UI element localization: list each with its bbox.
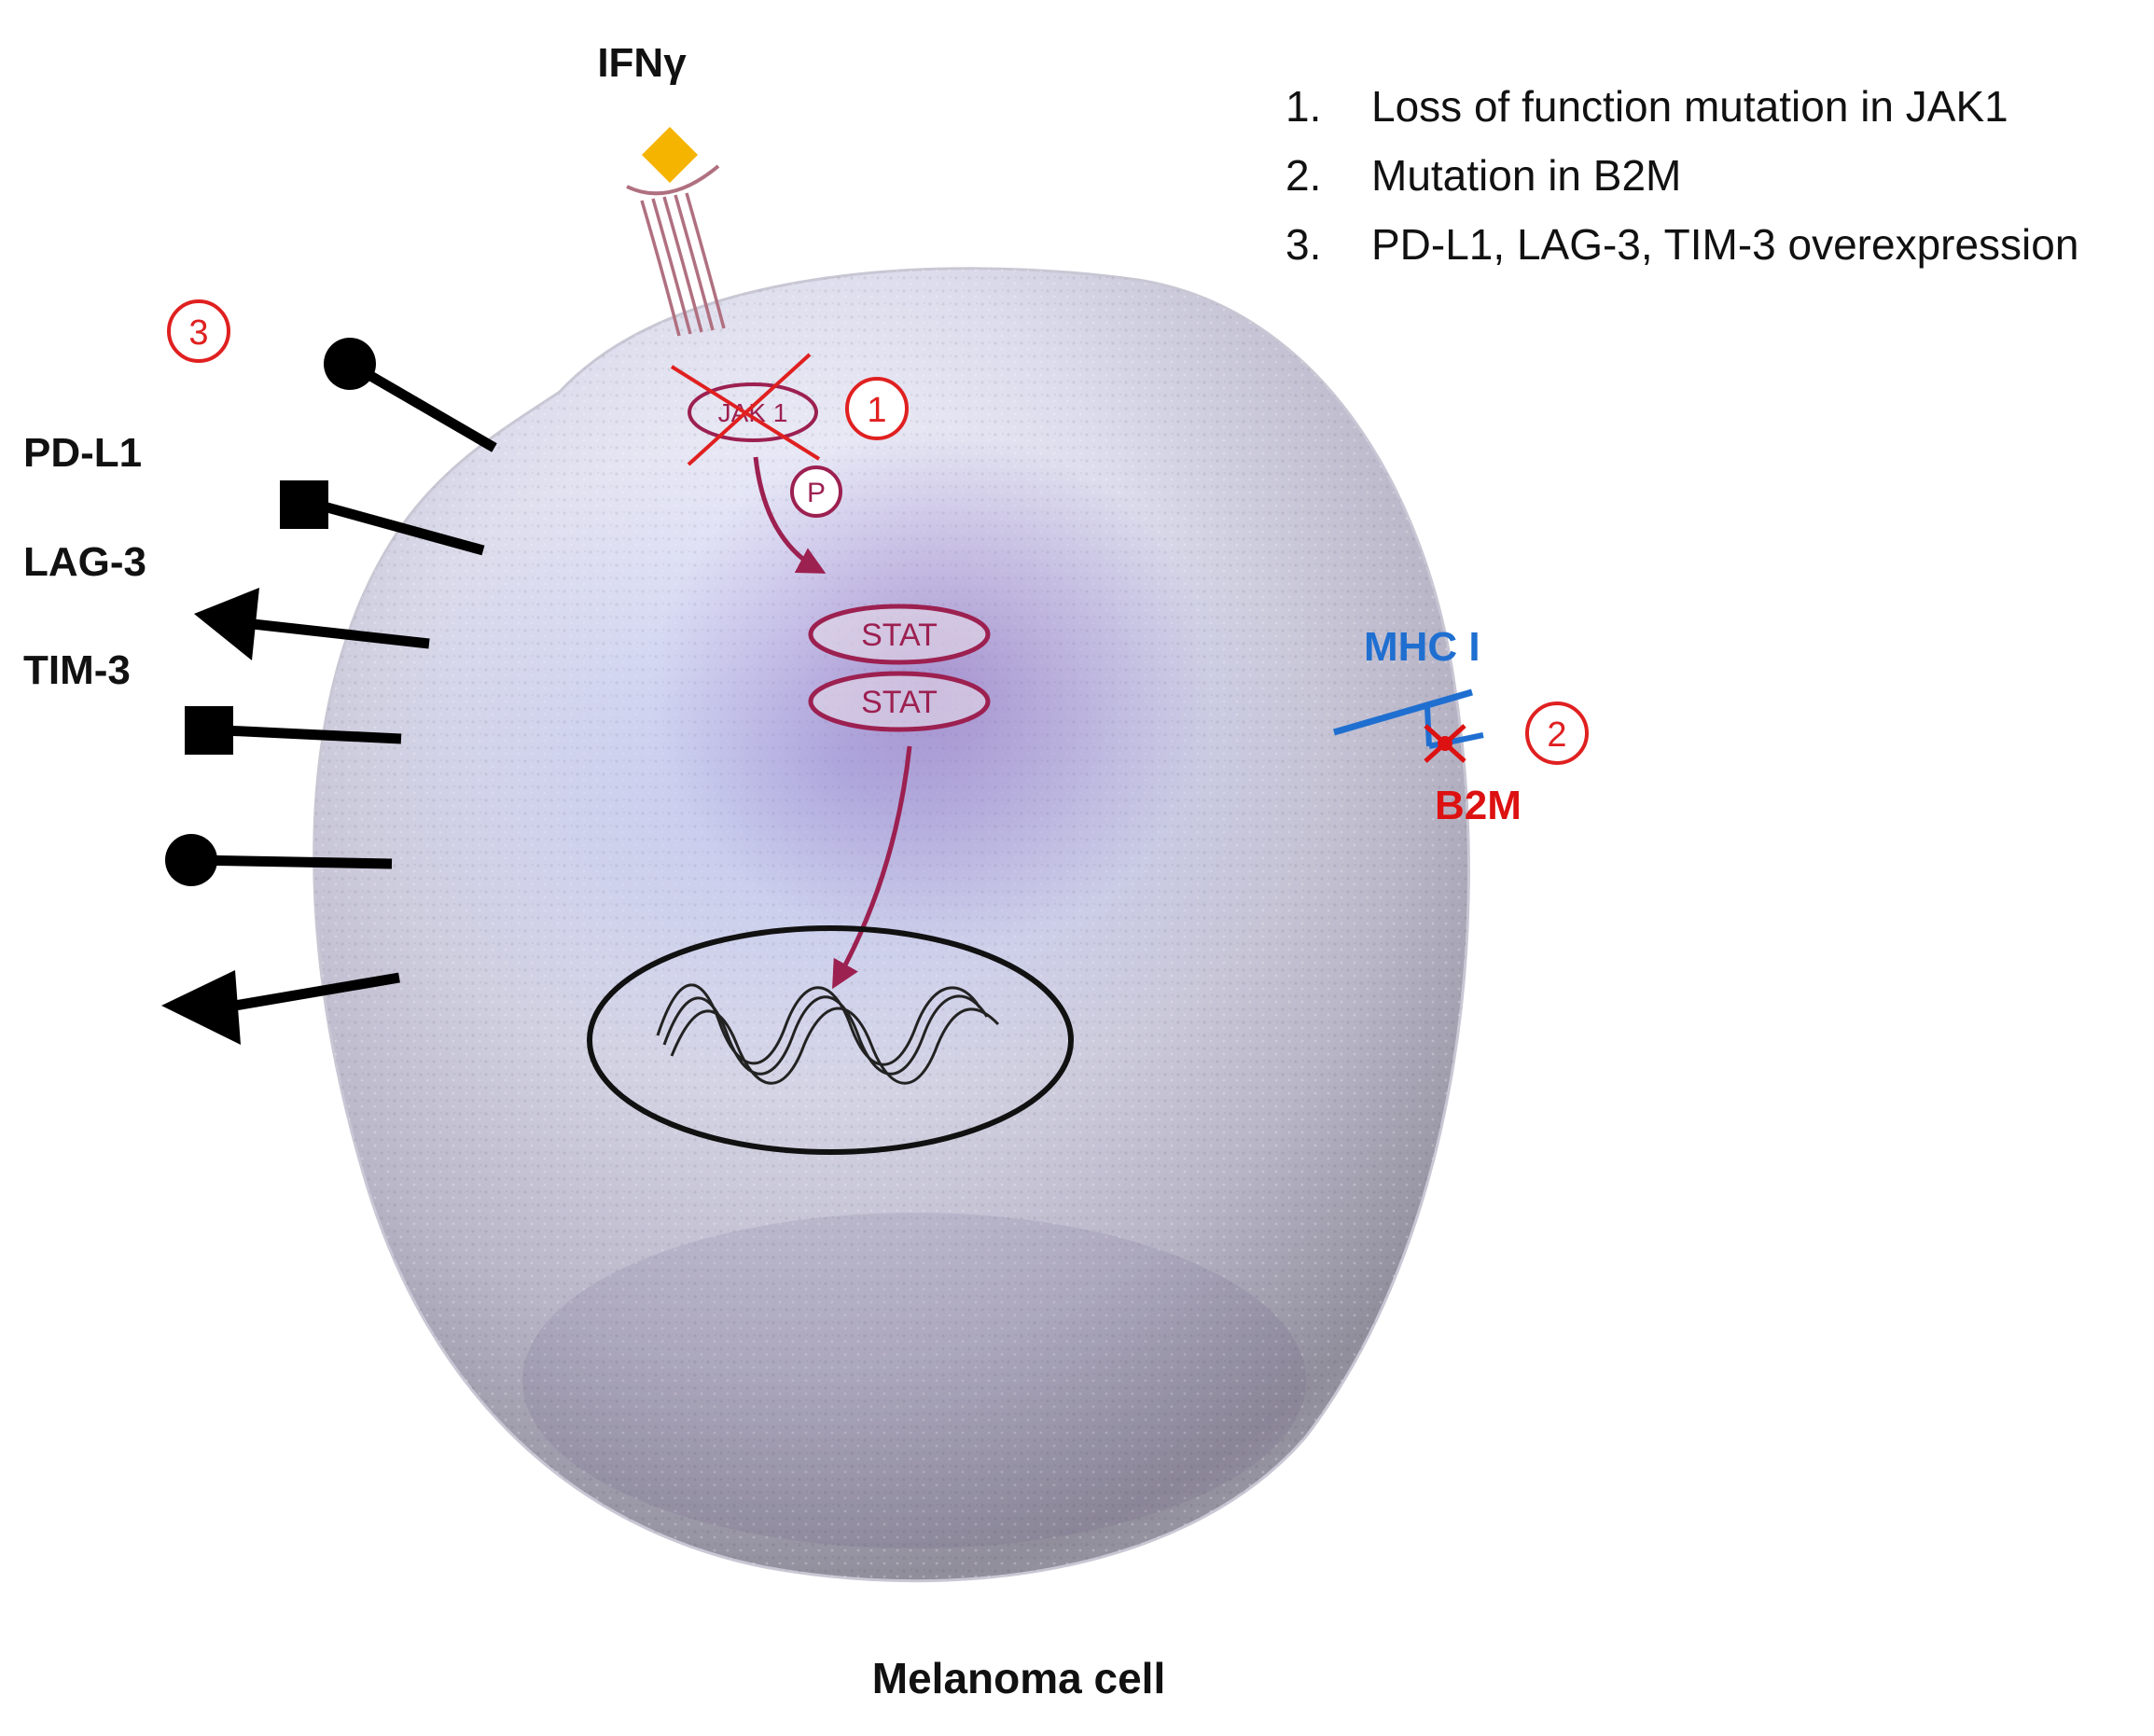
label-b2m: B2M (1435, 783, 1522, 828)
marker-2-label: 2 (1547, 715, 1566, 755)
mhc-i-complex (1333, 688, 1484, 763)
marker-2: 2 (1525, 701, 1589, 765)
marker-3: 3 (167, 299, 230, 363)
legend-item-1-text: Loss of function mutation in JAK1 (1371, 82, 2008, 131)
stat-label-1: STAT (861, 618, 938, 653)
b2m-mutation-mark (1424, 724, 1466, 763)
ligand-ball-2 (165, 834, 393, 886)
ligand-arrow-1 (194, 588, 430, 660)
ligand-square-2 (185, 706, 402, 755)
phospho-label: P (807, 478, 826, 508)
stat-label-2: STAT (861, 685, 938, 720)
ligand-arrow-2 (161, 970, 400, 1045)
legend-item-1-num: 1. (1285, 82, 1321, 131)
nucleus (587, 925, 1074, 1155)
ifn-gamma-receptor (626, 127, 726, 337)
label-mhc-i: MHC I (1364, 624, 1480, 670)
stat-dimer: STAT STAT (808, 604, 991, 732)
label-tim-3: TIM-3 (23, 647, 131, 693)
dna-strand-3 (656, 983, 981, 1066)
dna-strand-2 (670, 1007, 1000, 1085)
marker-1: 1 (845, 377, 909, 440)
marker-3-label: 3 (188, 313, 208, 353)
ligand-ball-1 (324, 338, 497, 452)
phosphorylation-arrow: P (753, 456, 842, 574)
legend-item-2-num: 2. (1285, 151, 1321, 200)
checkpoint-molecules (161, 338, 497, 1045)
jak1-crossed-out: JAK 1 (670, 353, 821, 466)
label-lag-3: LAG-3 (23, 539, 146, 585)
ligand-square-1 (280, 480, 485, 556)
phospho-badge (790, 465, 842, 518)
legend-item-3-num: 3. (1285, 220, 1321, 269)
legend: 1. Loss of function mutation in JAK1 2. … (1285, 82, 2078, 269)
ifn-gamma-diamond (642, 127, 698, 183)
melanoma-cell-caption: Melanoma cell (872, 1654, 1165, 1702)
ifn-gamma-label: IFNγ (597, 40, 687, 86)
label-pd-l1: PD-L1 (23, 430, 142, 476)
legend-item-3-text: PD-L1, LAG-3, TIM-3 overexpression (1371, 220, 2078, 269)
stat-to-nucleus-arrow (832, 745, 912, 990)
melanoma-cell-body (313, 267, 1470, 1583)
legend-item-2-text: Mutation in B2M (1371, 151, 1681, 200)
marker-1-label: 1 (867, 391, 886, 430)
